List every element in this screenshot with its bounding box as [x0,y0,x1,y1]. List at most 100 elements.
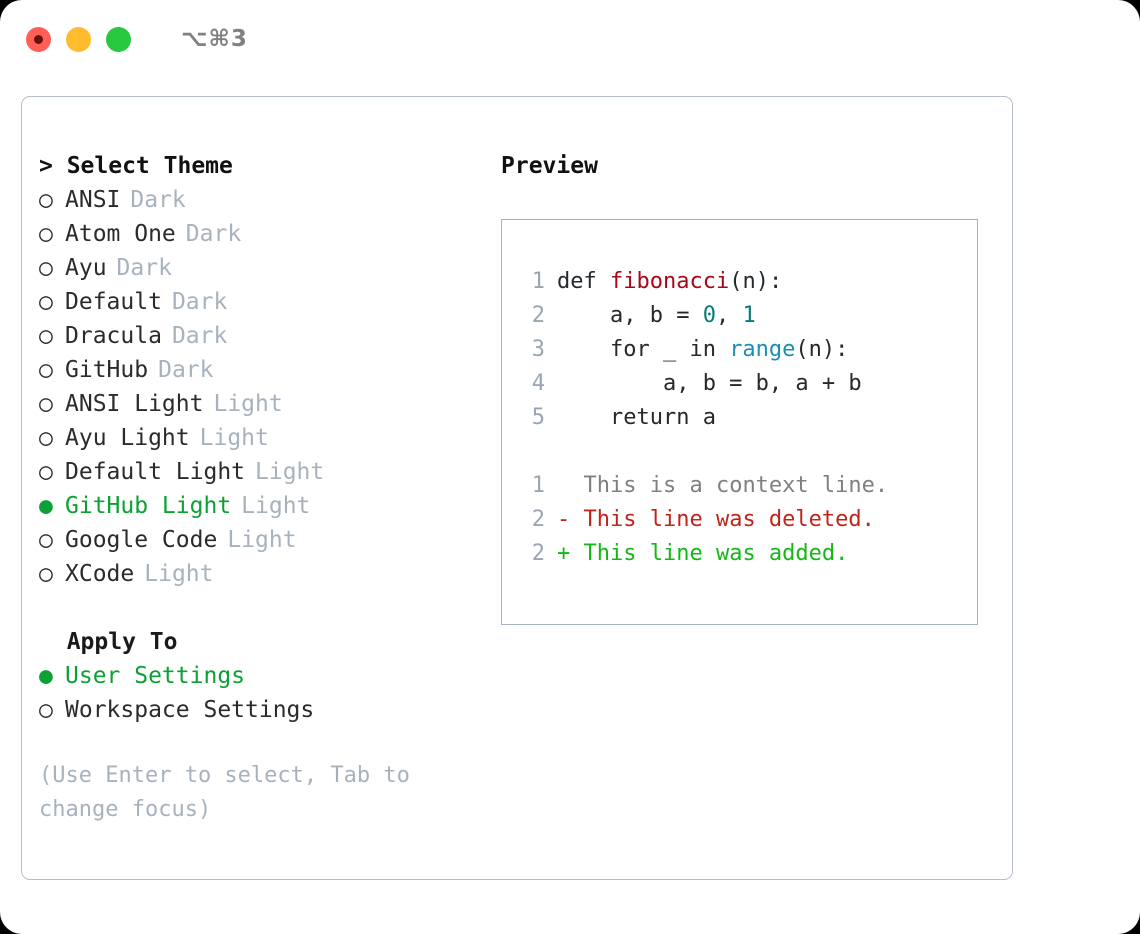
close-button[interactable] [26,26,51,52]
diff-marker [557,469,584,503]
diff-line-del: 2- This line was deleted. [519,503,888,537]
code-line: 5 return a [519,401,888,435]
apply-to-option-label: User Settings [65,663,246,689]
radio-selected-icon: ● [39,663,53,689]
keyboard-hint: (Use Enter to select, Tab to change focu… [39,763,424,822]
radio-unselected-icon: ○ [39,459,53,485]
theme-option-label: GitHub Light [65,493,232,519]
radio-unselected-icon: ○ [39,221,53,247]
theme-option-label: Ayu Light [65,425,190,451]
code-line: 2 a, b = 0, 1 [519,299,888,333]
line-number: 1 [531,473,545,498]
code-token-plain: return a [557,405,716,430]
theme-option-variant: Dark [171,323,228,349]
diff-line-ctx: 1 This is a context line. [519,469,888,503]
apply-to-option-workspace-settings[interactable]: ○Workspace Settings [39,693,479,727]
code-token-plain: a, b = [557,303,703,328]
theme-option-google-code[interactable]: ○ Google Code Light [39,523,479,557]
theme-option-variant: Light [255,459,325,485]
radio-unselected-icon: ○ [39,323,53,349]
apply-to-list[interactable]: ● User Settings ○Workspace Settings [39,659,479,727]
theme-option-ayu[interactable]: ○ Ayu Dark [39,251,479,285]
line-number: 3 [531,337,545,362]
theme-option-github[interactable]: ○ GitHub Dark [39,353,479,387]
close-icon [34,34,43,44]
line-number: 5 [531,405,545,430]
radio-unselected-icon: ○ [39,187,53,213]
theme-option-variant: Dark [158,357,214,383]
code-token-plain: , [715,303,743,328]
radio-unselected-icon: ○ [39,255,53,281]
code-token-kw: def [557,269,610,294]
theme-option-github-light[interactable]: ● GitHub Light Light [39,489,479,523]
code-line: 3 for _ in range(n): [519,333,888,367]
radio-unselected-icon: ○ [39,391,53,417]
diff-text: This line was deleted. [583,507,875,532]
theme-option-label: ANSI [65,187,121,213]
theme-option-label: Atom One [65,221,176,247]
theme-option-dracula[interactable]: ○ Dracula Dark [39,319,479,353]
theme-option-label: Ayu [65,255,107,281]
theme-option-default-light[interactable]: ○ Default Light Light [39,455,479,489]
apply-to-header: Apply To [39,629,178,655]
code-token-plain: for _ in [557,337,730,362]
apply-to-option-user-settings[interactable]: ● User Settings [39,659,479,693]
code-token-num: 0 [702,303,716,328]
code-token-plain: (n): [795,337,849,362]
theme-option-label: Default Light [65,459,246,485]
radio-unselected-icon: ○ [39,357,53,383]
theme-option-variant: Dark [130,187,186,213]
window-title-shortcut: ⌥⌘3 [181,26,248,52]
line-number: 4 [531,371,545,396]
theme-option-variant: Light [213,391,283,417]
diff-line-add: 2+ This line was added. [519,537,888,571]
theme-option-label: GitHub [65,357,149,383]
line-number: 2 [531,303,545,328]
code-token-fn: fibonacci [609,269,730,294]
theme-option-label: Google Code [65,527,218,553]
diff-text: This is a context line. [583,473,889,498]
apply-to-option-label: Workspace Settings [65,697,315,723]
theme-option-label: Dracula [65,323,162,349]
zoom-button[interactable] [106,26,131,52]
theme-option-variant: Light [241,493,311,519]
title-bar: ⌥⌘3 [0,0,1140,78]
theme-option-variant: Light [144,561,214,587]
code-blank-line [519,435,888,469]
code-line: 4 a, b = b, a + b [519,367,888,401]
select-theme-header: > Select Theme [39,153,233,179]
theme-option-variant: Dark [116,255,172,281]
code-token-num: 1 [742,303,756,328]
line-number: 2 [531,541,545,566]
code-token-call: range [729,337,796,362]
radio-selected-icon: ● [39,493,53,519]
line-number: 2 [531,507,545,532]
diff-marker: + [557,541,584,566]
code-token-plain: a, b = b, a + b [557,371,862,396]
line-number: 1 [531,269,545,294]
theme-option-variant: Dark [171,289,228,315]
traffic-lights [26,26,131,52]
theme-option-label: XCode [65,561,135,587]
radio-unselected-icon: ○ [39,425,53,451]
minimize-button[interactable] [66,26,91,52]
radio-unselected-icon: ○ [39,527,53,553]
radio-unselected-icon: ○ [39,289,53,315]
theme-option-ansi[interactable]: ○ ANSI Dark [39,183,479,217]
section-spacer [39,591,479,625]
code-token-plain: (n): [729,269,783,294]
theme-option-variant: Light [227,527,297,553]
code-line: 1 def fibonacci(n): [519,265,888,299]
